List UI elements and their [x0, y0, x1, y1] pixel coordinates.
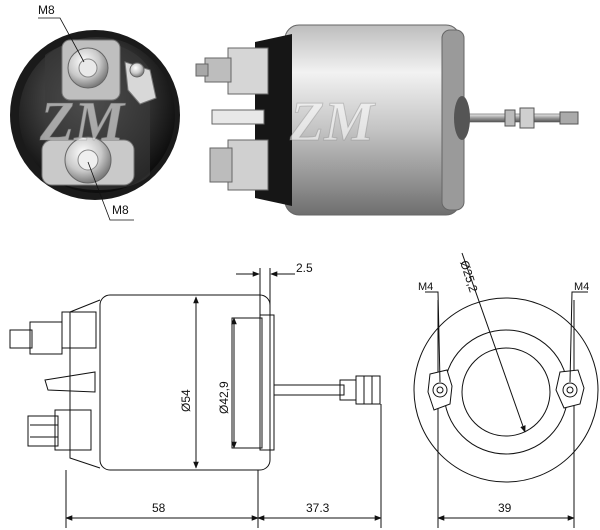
rod-outline — [273, 384, 345, 396]
watermark-logo-right: ZM — [289, 91, 376, 153]
leader-left-m4 — [425, 291, 441, 383]
leader-right-m4 — [569, 291, 588, 383]
end-technical-drawing — [413, 252, 599, 528]
right-terminal-end — [555, 369, 585, 409]
flange-outline — [259, 314, 275, 451]
photo-front-view: ZM M8 M8 — [10, 3, 180, 221]
body-outline — [99, 294, 271, 471]
dim-text-terminal-spacing: 39 — [498, 501, 512, 515]
rod-bushing — [454, 96, 470, 140]
lower-terminal-block — [54, 409, 92, 451]
dim-text-plunger-diameter: Ø42,9 — [217, 381, 231, 414]
spade-terminal — [124, 61, 157, 105]
leader-bottom-m8 — [87, 161, 134, 221]
bottom-terminal-stud — [41, 136, 135, 186]
leader-top-m8 — [38, 17, 85, 63]
rod-nut — [355, 375, 381, 405]
inner-circle — [461, 347, 551, 437]
dim-text-extension: 37.3 — [306, 501, 330, 515]
dim-text-left-m4: M4 — [418, 281, 433, 293]
inner-housing — [231, 317, 263, 449]
dim-line-mount-circle — [461, 252, 526, 433]
left-terminal-end — [427, 369, 453, 411]
outer-circle — [413, 297, 599, 483]
spade-terminal-outline — [44, 371, 96, 393]
dim-text-flange: 2.5 — [296, 261, 313, 275]
dim-text-body-length: 58 — [152, 501, 166, 515]
top-terminal-stud — [61, 39, 121, 101]
dim-text-body-diameter: Ø54 — [179, 389, 193, 412]
plunger-rod — [454, 107, 579, 129]
label-bottom-m8: M8 — [112, 203, 129, 217]
terminal-studs-side — [195, 47, 269, 191]
middle-circle — [443, 329, 569, 455]
watermark-logo-left: ZM — [39, 91, 126, 153]
upper-stud-end — [9, 329, 33, 349]
dim-text-right-m4: M4 — [574, 281, 589, 293]
rod-collar — [339, 379, 357, 401]
upper-terminal-block — [61, 311, 97, 349]
upper-hex-nut — [29, 321, 63, 355]
label-top-m8: M8 — [38, 3, 55, 17]
cap-outline — [69, 299, 101, 469]
photo-side-view: ZM — [195, 24, 579, 216]
dim-text-mount-circle: Ø25,2 — [457, 259, 481, 295]
side-technical-drawing — [9, 268, 382, 528]
lower-hex-nut — [27, 415, 59, 447]
